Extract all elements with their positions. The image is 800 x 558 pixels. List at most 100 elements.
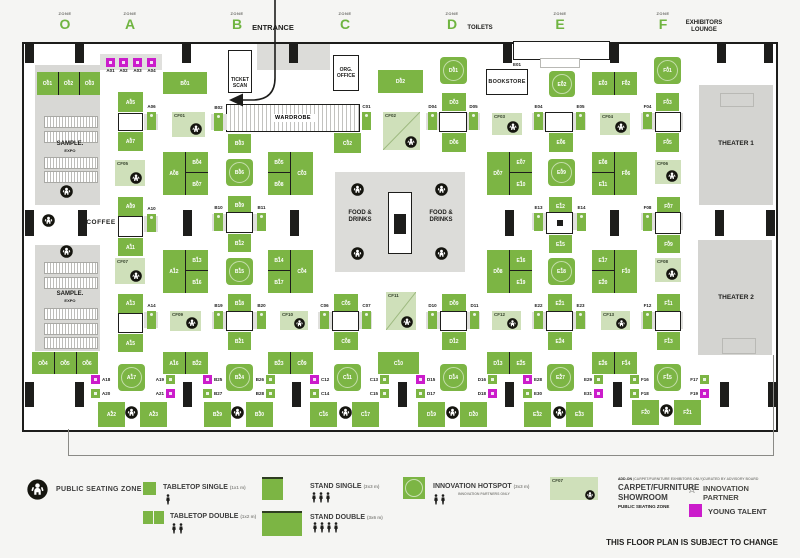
- booth-B11[interactable]: [257, 213, 266, 231]
- booth-E24[interactable]: ✶E24: [548, 332, 572, 350]
- carpet-furniture-area-CF02[interactable]: CF02: [383, 112, 420, 150]
- booth-O05[interactable]: ✶O05: [54, 352, 76, 374]
- booth-E06[interactable]: ✶E06: [549, 133, 573, 152]
- booth-D18-young-talent[interactable]: [488, 389, 497, 398]
- booth-F05[interactable]: ✶F05: [656, 133, 679, 152]
- booth-F18[interactable]: [630, 389, 639, 398]
- booth-C12-young-talent[interactable]: [310, 375, 319, 384]
- booth-A22[interactable]: ✶A22: [98, 402, 125, 427]
- booth-E27[interactable]: ✶E27: [547, 364, 574, 391]
- booth-F12[interactable]: [643, 311, 652, 329]
- booth-O04[interactable]: ✶O04: [32, 352, 54, 374]
- booth-E08[interactable]: ✶E08: [592, 152, 614, 172]
- booth-B15[interactable]: ✶B15: [226, 258, 253, 285]
- booth-F14[interactable]: ✶F14: [615, 352, 637, 374]
- booth-E33[interactable]: ✶E33: [566, 402, 593, 427]
- booth-A12[interactable]: ✶A12: [163, 250, 185, 293]
- booth-D05[interactable]: [469, 112, 478, 130]
- booth-B04[interactable]: ✶B04: [186, 152, 208, 172]
- booth-B16[interactable]: ✶B16: [186, 271, 208, 293]
- booth-B18[interactable]: ✶B18: [228, 294, 251, 312]
- booth-D02[interactable]: ✶D02: [378, 70, 423, 93]
- booth-D11[interactable]: [470, 311, 479, 329]
- booth-B28[interactable]: [266, 389, 275, 398]
- booth-F21[interactable]: ✶F21: [674, 400, 701, 425]
- booth-C05[interactable]: ✶C05: [334, 294, 358, 312]
- booth-A09[interactable]: ✶A09: [118, 197, 143, 216]
- carpet-furniture-area-CF01[interactable]: CF01: [172, 112, 205, 137]
- booth-A01-young-talent[interactable]: [106, 58, 115, 67]
- booth-D12[interactable]: ✶D12: [442, 332, 466, 350]
- booth-C17[interactable]: ✶C17: [352, 402, 379, 427]
- booth-E31-young-talent[interactable]: [594, 389, 603, 398]
- booth-C01[interactable]: [362, 112, 371, 130]
- booth-D04[interactable]: [428, 112, 437, 130]
- booth-B05[interactable]: ✶B05: [268, 152, 290, 172]
- booth-B08[interactable]: ✶B08: [268, 173, 290, 195]
- booth-E07[interactable]: ✶E07: [510, 152, 532, 172]
- booth-A17[interactable]: ✶A17: [118, 364, 145, 391]
- booth-E29[interactable]: [594, 375, 603, 384]
- booth-B01[interactable]: ✶B01: [163, 72, 207, 94]
- booth-C08[interactable]: ✶C08: [334, 332, 358, 350]
- booth-E10[interactable]: ✶E10: [510, 173, 532, 195]
- booth-A23[interactable]: ✶A23: [140, 402, 167, 427]
- booth-B23[interactable]: ✶B23: [268, 352, 290, 374]
- booth-B12[interactable]: ✶B12: [228, 234, 251, 252]
- booth-F16[interactable]: [630, 375, 639, 384]
- booth-E21[interactable]: ✶E21: [548, 294, 572, 312]
- booth-A04-young-talent[interactable]: [147, 58, 156, 67]
- booth-O01[interactable]: ✶O01: [37, 72, 58, 95]
- booth-E30[interactable]: [523, 389, 532, 398]
- booth-E02[interactable]: ✶E02: [549, 71, 575, 97]
- carpet-furniture-area-CF06[interactable]: CF06: [655, 160, 681, 184]
- carpet-furniture-area-CF12[interactable]: CF12: [492, 311, 521, 330]
- booth-A10[interactable]: [147, 214, 156, 232]
- booth-C13[interactable]: [380, 375, 389, 384]
- booth-F19-young-talent[interactable]: [700, 389, 709, 398]
- booth-E13[interactable]: [534, 213, 543, 231]
- booth-D09[interactable]: ✶D09: [442, 294, 466, 312]
- booth-O02[interactable]: ✶O02: [58, 72, 79, 95]
- booth-E19[interactable]: ✶E19: [510, 271, 532, 293]
- booth-A13[interactable]: ✶A13: [118, 294, 143, 313]
- booth-C02[interactable]: ✶C02: [334, 133, 361, 153]
- booth-E16[interactable]: ✶E16: [510, 250, 532, 270]
- booth-C15[interactable]: [380, 389, 389, 398]
- booth-D08[interactable]: ✶D08: [487, 250, 509, 293]
- booth-A06[interactable]: [147, 112, 156, 130]
- booth-E32[interactable]: ✶E32: [524, 402, 551, 427]
- booth-E17[interactable]: ✶E17: [592, 250, 614, 270]
- booth-A02-young-talent[interactable]: [119, 58, 128, 67]
- booth-F01[interactable]: ✶F01: [654, 57, 681, 84]
- booth-E25[interactable]: ✶E25: [510, 352, 532, 374]
- booth-B03[interactable]: ✶B03: [228, 134, 251, 153]
- booth-E14[interactable]: [577, 213, 586, 231]
- booth-F10[interactable]: ✶F10: [615, 250, 637, 293]
- booth-O03[interactable]: ✶O03: [79, 72, 100, 95]
- booth-E20[interactable]: ✶E20: [592, 271, 614, 293]
- booth-D14[interactable]: ✶D14: [440, 364, 467, 391]
- carpet-furniture-area-CF10[interactable]: CF10: [280, 311, 308, 330]
- booth-B17[interactable]: ✶B17: [268, 271, 290, 293]
- booth-A07[interactable]: ✶A07: [118, 132, 143, 151]
- booth-D15-young-talent[interactable]: [416, 375, 425, 384]
- booth-C10[interactable]: ✶C10: [378, 352, 419, 374]
- booth-E26[interactable]: ✶E26: [592, 352, 614, 374]
- booth-F08[interactable]: [643, 213, 652, 231]
- booth-C07[interactable]: [362, 311, 371, 329]
- booth-B19[interactable]: [214, 311, 223, 329]
- booth-B26[interactable]: [266, 375, 275, 384]
- booth-B24[interactable]: ✶B24: [226, 364, 253, 391]
- booth-F13[interactable]: ✶F13: [657, 332, 680, 350]
- booth-E11[interactable]: ✶E11: [592, 173, 614, 195]
- booth-B09[interactable]: ✶B09: [228, 196, 251, 214]
- booth-A19[interactable]: [166, 375, 175, 384]
- booth-B10[interactable]: [214, 213, 223, 231]
- booth-E04[interactable]: [534, 112, 543, 130]
- booth-F07[interactable]: ✶F07: [657, 197, 680, 216]
- booth-C03[interactable]: ✶C03: [291, 152, 313, 195]
- booth-A11[interactable]: ✶A11: [118, 238, 143, 256]
- booth-C11[interactable]: ✶C11: [334, 364, 361, 391]
- booth-A03-young-talent[interactable]: [133, 58, 142, 67]
